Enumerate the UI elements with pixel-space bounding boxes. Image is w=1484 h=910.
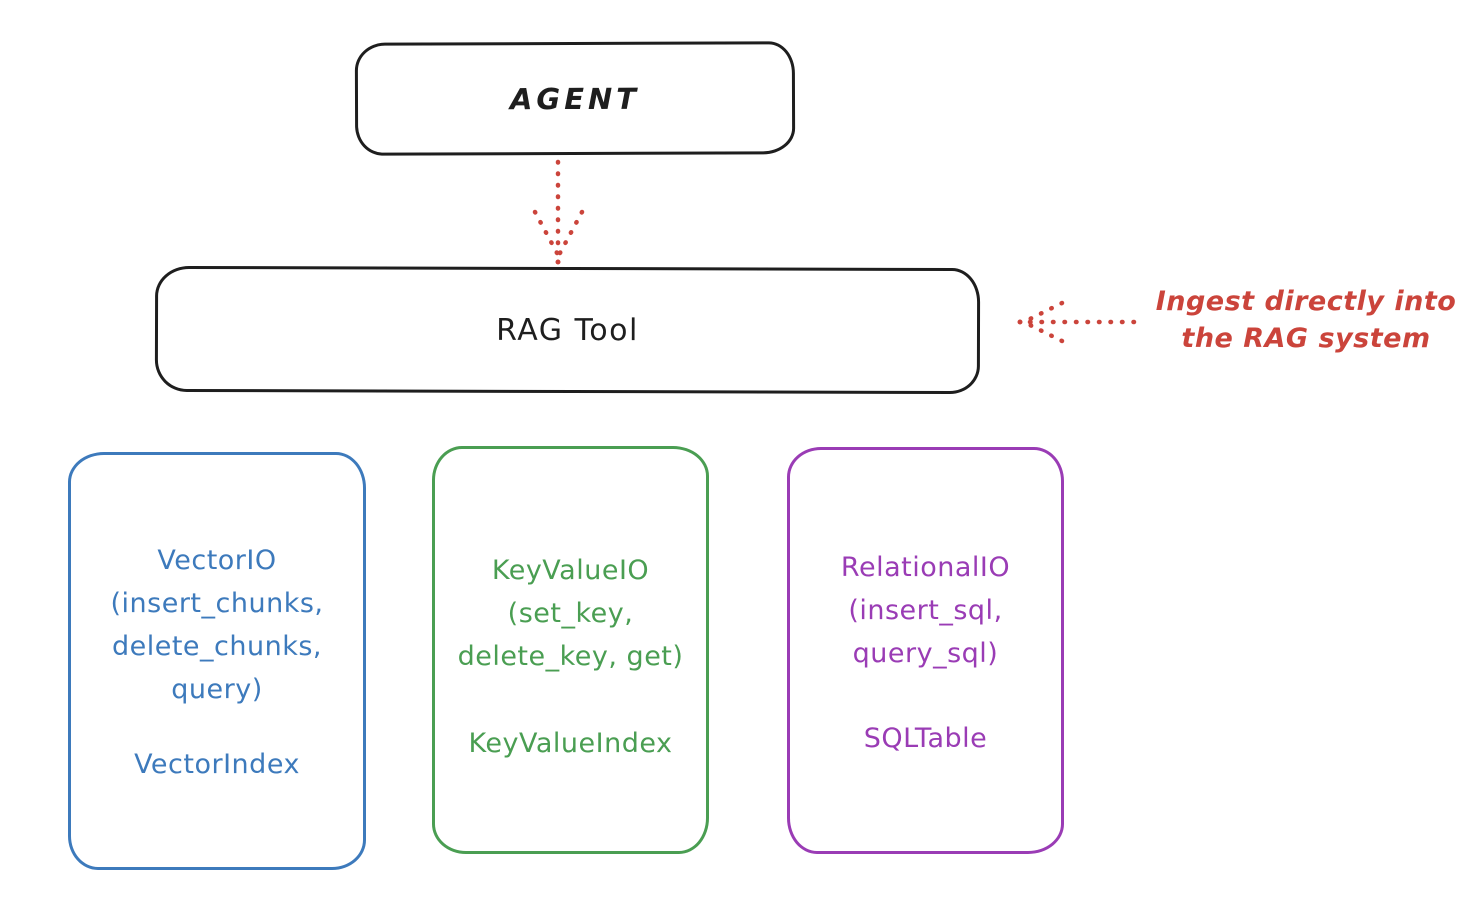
keyvalue-io-line: KeyValueIO (491, 555, 650, 586)
ingest-annotation: Ingest directly into the RAG system (1128, 283, 1484, 357)
relational-io-line: RelationalIO (840, 552, 1011, 583)
vector-io-line: delete_chunks, (111, 631, 323, 662)
arrow-agent-to-ragtool-icon (532, 159, 585, 265)
vector-io-line: VectorIO (157, 545, 277, 576)
keyvalue-io-line: (set_key, (507, 598, 634, 629)
arrow-annotation-to-ragtool-icon (1017, 300, 1137, 344)
keyvalue-index-label: KeyValueIndex (468, 728, 673, 759)
vector-io-line: (insert_chunks, (110, 588, 324, 619)
relational-io-line: query_sql) (852, 638, 999, 669)
vector-io-line: query) (171, 674, 263, 705)
rag-tool-label: RAG Tool (496, 312, 639, 348)
vector-io-node: VectorIO (insert_chunks, delete_chunks, … (68, 452, 366, 870)
keyvalue-io-node: KeyValueIO (set_key, delete_key, get) Ke… (432, 446, 709, 854)
ingest-annotation-line2: the RAG system (1181, 323, 1431, 354)
relational-io-line: (insert_sql, (848, 595, 1003, 626)
ingest-annotation-line1: Ingest directly into (1155, 286, 1457, 317)
agent-node: AGENT (354, 41, 796, 156)
keyvalue-io-line: delete_key, get) (457, 641, 684, 672)
agent-label: AGENT (509, 81, 641, 116)
vector-index-label: VectorIndex (134, 749, 300, 780)
relational-io-node: RelationalIO (insert_sql, query_sql) SQL… (787, 447, 1064, 854)
rag-tool-node: RAG Tool (154, 265, 981, 395)
sql-table-label: SQLTable (863, 723, 988, 754)
